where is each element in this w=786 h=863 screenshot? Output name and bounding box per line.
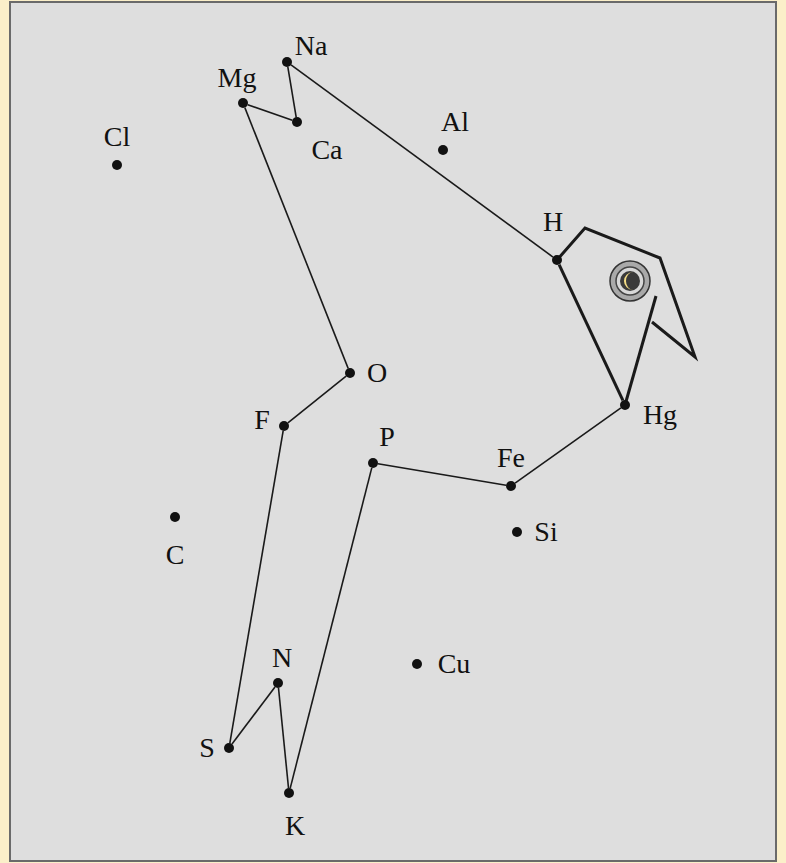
element-symbol: Si xyxy=(534,518,557,546)
element-dot: Si xyxy=(512,527,522,537)
element-dot: C xyxy=(170,512,180,522)
neck-line xyxy=(625,296,656,405)
connector-line xyxy=(288,67,296,117)
connector-line xyxy=(515,408,621,483)
element-dot: N xyxy=(273,678,283,688)
element-dot: Na xyxy=(282,57,292,67)
connector-line xyxy=(290,468,372,788)
element-dot: Cl xyxy=(112,160,122,170)
element-symbol: O xyxy=(367,359,387,387)
element-dot: Cu xyxy=(412,659,422,669)
element-symbol: Fe xyxy=(497,444,525,472)
connector-line xyxy=(245,108,348,369)
bird-eye xyxy=(610,261,650,301)
element-dot: Al xyxy=(438,145,448,155)
element-symbol: K xyxy=(285,812,305,840)
element-symbol: Cu xyxy=(438,650,471,678)
eye-outer xyxy=(610,261,650,301)
connector-line xyxy=(378,464,506,485)
element-symbol: Cl xyxy=(104,123,130,151)
element-symbol: Al xyxy=(441,108,469,136)
element-dot: H xyxy=(552,255,562,265)
element-symbol: S xyxy=(199,734,215,762)
element-dot: F xyxy=(279,421,289,431)
connector-line xyxy=(248,105,293,121)
element-dot: Hg xyxy=(620,400,630,410)
element-dot: P xyxy=(368,458,378,468)
element-symbol: P xyxy=(379,423,395,451)
eye-highlight xyxy=(624,272,633,290)
connector-line xyxy=(278,688,288,788)
head-outline xyxy=(557,228,695,357)
element-symbol: Mg xyxy=(218,64,257,92)
element-symbol: Na xyxy=(295,32,328,60)
eye-pupil xyxy=(620,271,640,291)
connector-line xyxy=(230,431,283,743)
connector-line xyxy=(288,376,346,423)
connector-line xyxy=(291,65,553,257)
element-symbol: Ca xyxy=(311,136,342,164)
element-symbol: Hg xyxy=(643,401,677,429)
element-dot: S xyxy=(224,743,234,753)
connector-line xyxy=(232,687,275,744)
eye-ring xyxy=(616,267,644,295)
element-dot: Fe xyxy=(506,481,516,491)
element-symbol: C xyxy=(166,541,185,569)
connector-line xyxy=(559,265,623,401)
element-dot: Ca xyxy=(292,117,302,127)
element-dot: O xyxy=(345,368,355,378)
element-dot: K xyxy=(284,788,294,798)
head-outline xyxy=(557,228,695,405)
element-symbol: H xyxy=(543,208,563,236)
element-dot: Mg xyxy=(238,98,248,108)
element-symbol: F xyxy=(254,406,270,434)
element-symbol: N xyxy=(272,644,292,672)
